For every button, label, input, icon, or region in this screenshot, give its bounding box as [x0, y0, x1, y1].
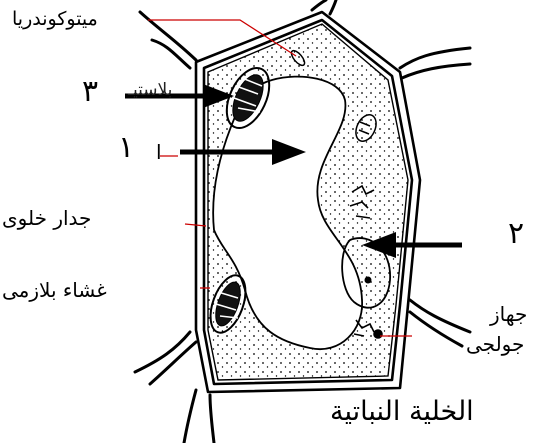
- arrow-3-number: ٣: [82, 74, 98, 109]
- golgi-label-line1: جهاز: [490, 302, 527, 326]
- chloroplast-label: بلاستيـ: [128, 80, 172, 100]
- cell-wall-label: جدار خلوى: [2, 206, 91, 230]
- mitochondria-label: ميتوكوندريا: [12, 8, 98, 30]
- golgi-label-line2: جولجى: [466, 332, 524, 356]
- arrow-2-number: ٢: [508, 216, 524, 251]
- arrow-1-number: ١: [118, 130, 134, 165]
- plasma-membrane-label: غشاء بلازمى: [2, 278, 107, 302]
- vacuole-marker: ا: [156, 140, 162, 164]
- diagram-title: الخلية النباتية: [330, 396, 474, 427]
